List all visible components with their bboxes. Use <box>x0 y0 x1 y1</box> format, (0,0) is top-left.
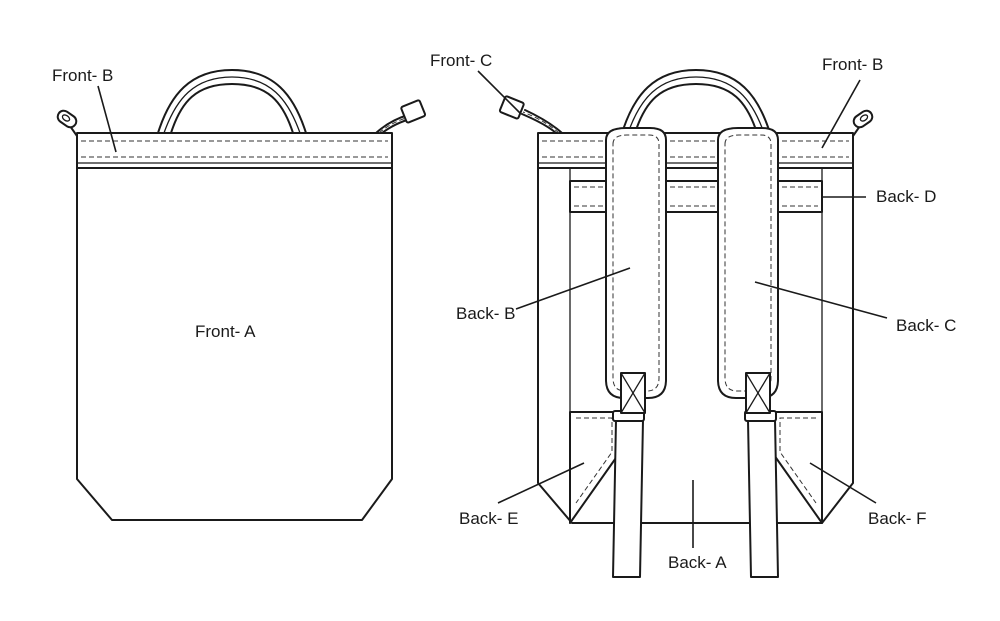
back-zipper-pull-icon <box>852 109 874 137</box>
back-left-webbing <box>612 410 645 578</box>
label-back-a: Back- A <box>668 553 727 572</box>
back-handle <box>621 69 771 134</box>
label-back-f: Back- F <box>868 509 927 528</box>
label-back-e: Back- E <box>459 509 519 528</box>
labels: Front- B Front- C Front- A Front- B Back… <box>52 51 956 572</box>
label-back-b: Back- B <box>456 304 516 323</box>
label-front-c: Front- C <box>430 51 492 70</box>
label-front-a: Front- A <box>195 322 256 341</box>
front-top-band <box>76 132 393 169</box>
front-view <box>56 69 427 521</box>
label-front-b: Front- B <box>52 66 113 85</box>
back-top-band <box>537 132 854 169</box>
back-c-shoulder-strap <box>717 127 779 414</box>
front-zipper-pull-icon <box>56 109 78 137</box>
back-cord-stopper <box>498 95 563 134</box>
label-back-front-b: Front- B <box>822 55 883 74</box>
back-right-webbing <box>744 410 779 578</box>
label-back-c: Back- C <box>896 316 956 335</box>
label-back-d: Back- D <box>876 187 936 206</box>
front-handle <box>157 69 307 134</box>
back-view <box>498 69 874 578</box>
back-b-shoulder-strap <box>605 127 667 414</box>
leader-lines <box>97 70 888 548</box>
front-cord-stopper <box>375 99 427 134</box>
front-body <box>76 167 393 521</box>
